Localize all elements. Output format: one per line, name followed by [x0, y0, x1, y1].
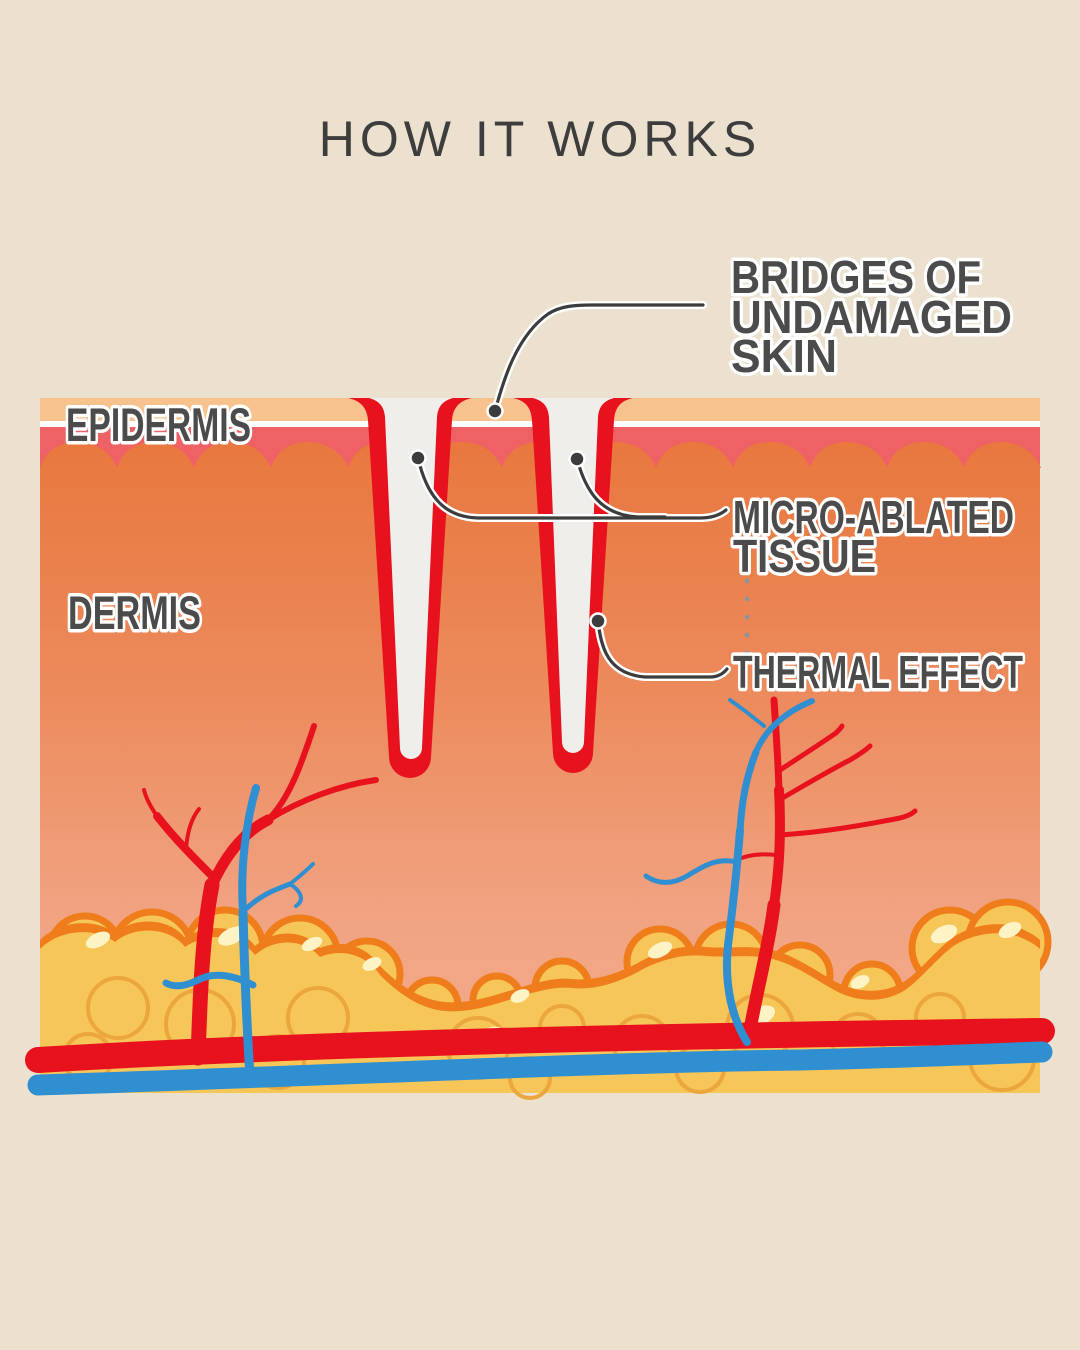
micro-ablated-label-line1: MICRO-ABLATED	[733, 491, 1014, 543]
epidermis-label: EPIDERMIS	[66, 398, 251, 451]
vessel-tree-left	[142, 723, 379, 1083]
blood-vessels	[25, 696, 1055, 1096]
micro-leader-line-2	[575, 457, 667, 519]
bridges-label-line2: UNDAMAGED	[731, 291, 1012, 343]
bridges-label-line1: BRIDGES OF	[731, 251, 981, 303]
micro-ablated-label-line2: TISSUE	[733, 530, 876, 582]
bridges-leader-line	[493, 303, 705, 413]
main-vein	[27, 1041, 1053, 1096]
vessel-tree-right	[643, 696, 918, 1046]
epidermis-basal-layer	[40, 427, 1041, 468]
micro-leader-line-1	[416, 456, 728, 520]
thermal-leader-dot	[589, 612, 607, 630]
dotted-connector	[744, 578, 750, 656]
micro-leader-dot-1	[409, 449, 427, 467]
leader-lines	[409, 301, 750, 681]
skin-cross-section	[25, 398, 1055, 1100]
dermis-label: DERMIS	[68, 586, 201, 639]
main-artery	[25, 1018, 1055, 1073]
thermal-effect-label: THERMAL EFFECT	[733, 646, 1023, 698]
labels: EPIDERMIS DERMIS BRIDGES OF UNDAMAGED SK…	[63, 248, 1027, 702]
page-title: HOW IT WORKS	[318, 111, 762, 167]
thermal-leader-line	[596, 619, 729, 679]
ablation-channel-right	[513, 398, 633, 773]
micro-leader-dot-2	[568, 450, 586, 468]
bridges-leader-dot	[486, 402, 504, 420]
bridges-label-line3: SKIN	[731, 330, 837, 382]
channel-ablated-core	[533, 398, 614, 753]
